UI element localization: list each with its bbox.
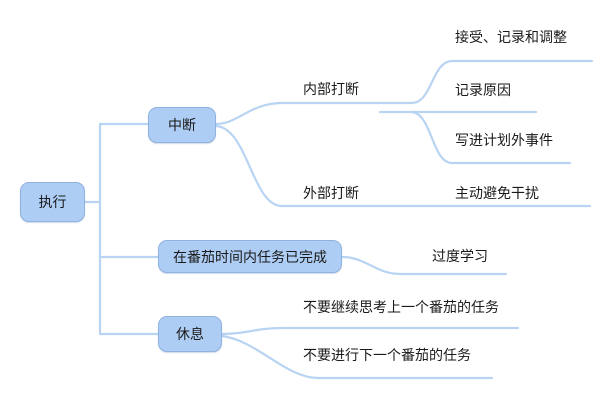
label-accept-record-adjust[interactable]: 接受、记录和调整 bbox=[455, 29, 567, 45]
node-root[interactable]: 执行 bbox=[20, 182, 85, 222]
label-overlearning[interactable]: 过度学习 bbox=[432, 248, 488, 264]
label-no-think-previous-pomodoro[interactable]: 不要继续思考上一个番茄的任务 bbox=[303, 299, 499, 315]
node-interrupt[interactable]: 中断 bbox=[148, 107, 216, 143]
node-task-completed-in-pomodoro[interactable]: 在番茄时间内任务已完成 bbox=[158, 240, 342, 273]
label-internal-interrupt[interactable]: 内部打断 bbox=[303, 81, 359, 97]
label-write-unplanned-event[interactable]: 写进计划外事件 bbox=[455, 132, 553, 148]
label-external-interrupt[interactable]: 外部打断 bbox=[303, 185, 359, 201]
label-record-reason[interactable]: 记录原因 bbox=[455, 82, 511, 98]
node-rest[interactable]: 休息 bbox=[158, 316, 222, 352]
label-avoid-distraction[interactable]: 主动避免干扰 bbox=[455, 185, 539, 201]
connector-interrupt-to-internal bbox=[214, 101, 414, 126]
connector-rest-to-no-think bbox=[220, 326, 520, 336]
label-no-next-pomodoro[interactable]: 不要进行下一个番茄的任务 bbox=[303, 347, 471, 363]
